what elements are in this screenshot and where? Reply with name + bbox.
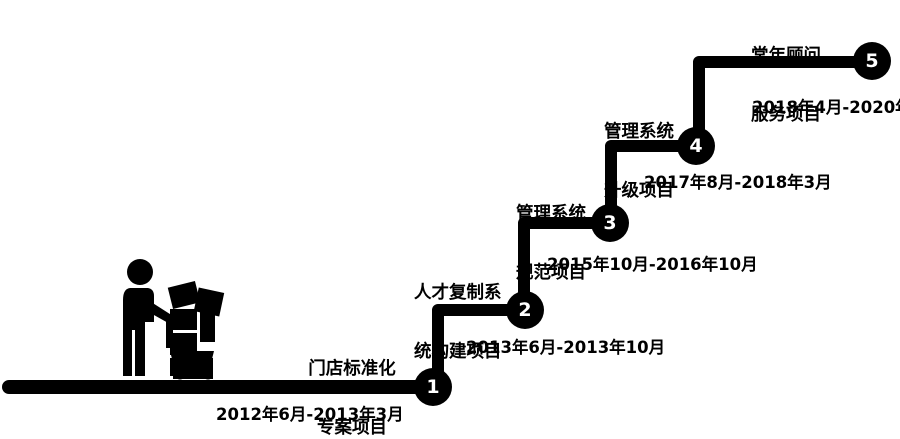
step-5-title-line2: 服务项目 <box>751 104 821 125</box>
step-connector-4-5 <box>693 56 878 152</box>
step-3-title-line2: 规范项目 <box>516 262 586 283</box>
step-node-5-number: 5 <box>865 50 879 72</box>
step-2-date: 2013年6月-2013年10月 <box>466 338 666 357</box>
step-node-1[interactable] <box>414 368 452 406</box>
step-node-4[interactable] <box>677 127 715 165</box>
step-5-title: 常年顾问 服务项目 <box>751 8 843 165</box>
step-5-date: 2018年4月-2020年 <box>752 98 900 117</box>
step-node-1-number: 1 <box>426 376 440 398</box>
step-node-5[interactable] <box>853 42 891 80</box>
step-2-title-line2: 统构建项目 <box>414 341 502 362</box>
step-node-3-number: 3 <box>603 212 617 234</box>
step-3-date: 2015年10月-2016年10月 <box>547 255 758 274</box>
step-node-2[interactable] <box>506 291 544 329</box>
step-5-title-line1: 常年顾问 <box>751 46 821 67</box>
step-node-2-number: 2 <box>518 299 532 321</box>
step-4-title-line2: 升级项目 <box>604 180 674 201</box>
step-node-4-number: 4 <box>689 135 703 157</box>
step-1-title-line2: 专案项目 <box>317 417 387 438</box>
step-connector-3-4 <box>605 140 703 229</box>
step-2-title: 人才复制系 统构建项目 <box>414 245 524 402</box>
step-connector-2-3 <box>518 217 616 316</box>
step-3-title-line1: 管理系统 <box>516 204 586 225</box>
step-connector-1-2 <box>432 304 531 393</box>
step-1-title-line1: 门店标准化 <box>308 359 396 380</box>
step-3-title: 管理系统 规范项目 <box>516 166 608 323</box>
step-node-3[interactable] <box>591 204 629 242</box>
person-pushing-cart-with-boxes-icon <box>123 259 225 390</box>
step-2-title-line1: 人才复制系 <box>414 283 502 304</box>
step-1-title: 门店标准化 专案项目 <box>297 321 407 439</box>
step-4-title: 管理系统 升级项目 <box>604 84 696 241</box>
step-4-date: 2017年8月-2018年3月 <box>644 173 832 192</box>
step-1-date: 2012年6月-2013年3月 <box>216 405 404 424</box>
step-4-title-line1: 管理系统 <box>604 122 674 143</box>
